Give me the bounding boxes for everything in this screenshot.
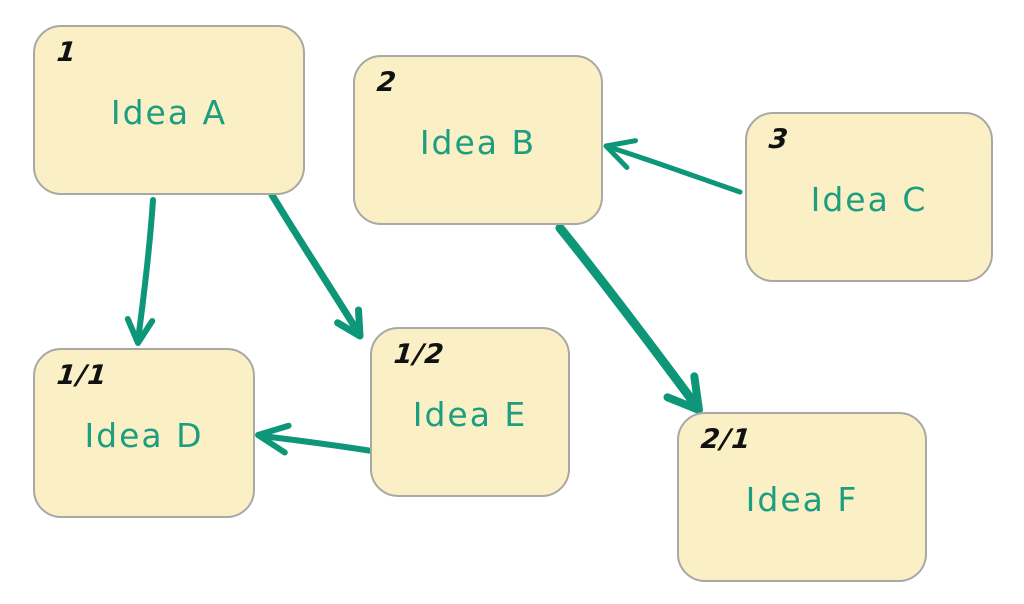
idea-node-b[interactable]: 2 Idea B	[353, 55, 603, 225]
idea-node-a[interactable]: 1 Idea A	[33, 25, 305, 195]
idea-node-d[interactable]: 1/1 Idea D	[33, 348, 255, 518]
arrow-a-to-e	[268, 191, 364, 340]
node-label: Idea D	[84, 415, 204, 455]
node-number: 3	[767, 124, 791, 155]
node-label: Idea A	[110, 92, 228, 132]
node-number: 2/1	[699, 424, 754, 455]
node-label: Idea C	[810, 179, 928, 219]
arrow-c-to-b	[603, 138, 743, 195]
node-number: 1/2	[392, 339, 447, 370]
arrow-e-to-d	[255, 422, 375, 456]
node-number: 2	[375, 67, 399, 98]
node-label: Idea B	[419, 122, 537, 162]
node-label: Idea E	[412, 394, 528, 434]
idea-node-e[interactable]: 1/2 Idea E	[370, 327, 570, 497]
node-number: 1/1	[55, 360, 110, 391]
node-label: Idea F	[745, 479, 859, 519]
idea-node-c[interactable]: 3 Idea C	[745, 112, 993, 282]
arrow-b-to-f	[555, 223, 703, 414]
node-number: 1	[55, 37, 79, 68]
arrow-a-to-d	[124, 197, 156, 346]
idea-node-f[interactable]: 2/1 Idea F	[677, 412, 927, 582]
